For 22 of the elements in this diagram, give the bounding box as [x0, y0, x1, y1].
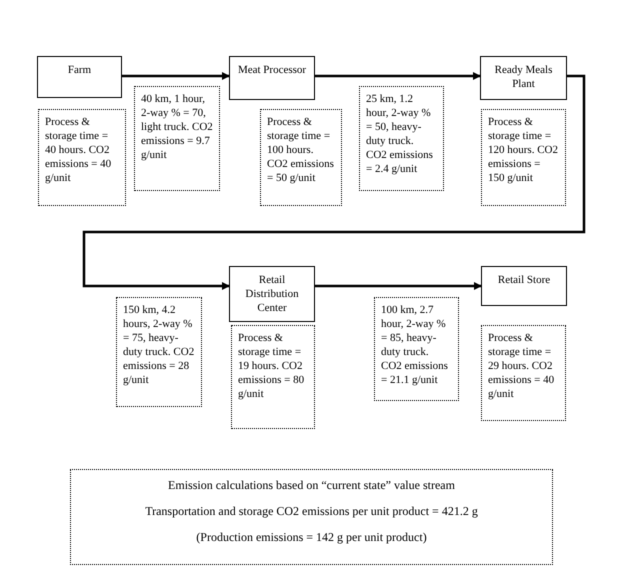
process-box: Meat Processor: [229, 56, 315, 100]
info-box: 25 km, 1.2 hour, 2-way % = 50, heavy-duty truck. CO2 emissions = 2.4 g/unit: [359, 86, 444, 191]
note-text: Transportation and storage CO2 emissions per unit product = 421.2 g: [144, 504, 479, 518]
note-text: Emission calculations based on “current state” value stream: [167, 478, 456, 492]
note-box: [70, 469, 553, 565]
process-box: Retail Distribution Center: [229, 266, 315, 322]
info-box: Process & storage time = 19 hours. CO2 emissions = 80 g/unit: [231, 325, 315, 429]
process-box: Ready Meals Plant: [480, 56, 567, 100]
arrow: [82, 74, 586, 290]
info-box: Process & storage time = 100 hours. CO2 emissions = 50 g/unit: [260, 109, 342, 206]
arrow: [122, 72, 230, 80]
info-box: 40 km, 1 hour, 2-way % = 70, light truck. CO2 emissions = 9.7 g/unit: [134, 86, 220, 191]
info-box: 100 km, 2.7 hour, 2-way % = 85, heavy-duty truck. CO2 emissions = 21.1 g/unit: [374, 297, 459, 401]
arrow: [315, 72, 481, 80]
process-box: Farm: [37, 56, 122, 98]
process-box: Retail Store: [481, 266, 567, 306]
info-box: Process & storage time = 40 hours. CO2 emissions = 40 g/unit: [38, 109, 126, 206]
note-text: (Production emissions = 142 g per unit product): [195, 530, 428, 544]
info-box: Process & storage time = 120 hours. CO2 emissions = 150 g/unit: [481, 109, 566, 206]
info-box: Process & storage time = 29 hours. CO2 emissions = 40 g/unit: [481, 325, 566, 421]
arrow: [315, 282, 482, 290]
info-box: 150 km, 4.2 hours, 2-way % = 75, heavy-duty truck. CO2 emissions = 28 g/unit: [116, 297, 202, 407]
